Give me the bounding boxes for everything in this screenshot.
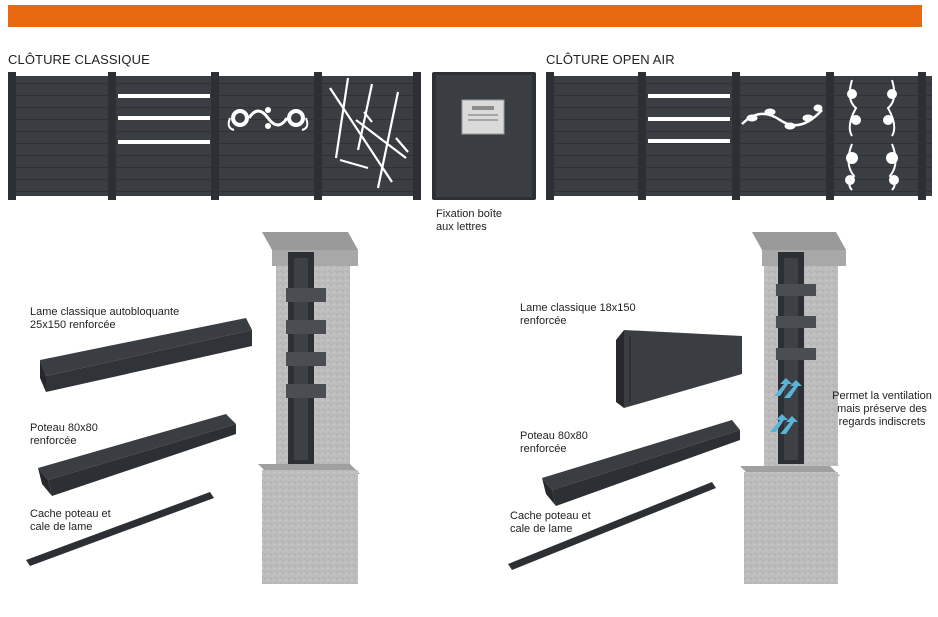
fence-post bbox=[211, 72, 219, 200]
letterbox-plate bbox=[461, 99, 505, 135]
fence-post bbox=[314, 72, 322, 200]
panel-horizontal-openings bbox=[118, 94, 210, 144]
part-cache-right bbox=[508, 482, 716, 570]
panel-diagonal-lines bbox=[329, 77, 409, 189]
pillar-right bbox=[740, 232, 846, 584]
part-cache-left bbox=[26, 492, 214, 566]
label-poteau-right: Poteau 80x80 renforcée bbox=[520, 430, 588, 455]
fence-post bbox=[8, 72, 16, 200]
mailbox-caption: Fixation boîte aux lettres bbox=[436, 208, 503, 233]
fence-post bbox=[413, 72, 421, 200]
panel-ornament bbox=[227, 107, 309, 131]
label-poteau-left: Poteau 80x80 renforcée bbox=[30, 422, 98, 447]
accent-header-bar bbox=[8, 5, 922, 27]
section-title-open-air: CLÔTURE OPEN AIR bbox=[546, 52, 675, 67]
part-poteau-right bbox=[542, 420, 740, 506]
label-cache-right: Cache poteau et cale de lame bbox=[510, 510, 591, 535]
fence-open-air bbox=[546, 72, 932, 200]
mailbox-panel bbox=[432, 72, 536, 200]
part-lame-right bbox=[616, 330, 742, 408]
fence-classique bbox=[8, 72, 421, 200]
section-title-classique: CLÔTURE CLASSIQUE bbox=[8, 52, 150, 67]
ventilation-arrows-icon bbox=[770, 378, 802, 434]
pillar-cap bbox=[272, 250, 358, 266]
pillar-left bbox=[258, 232, 360, 584]
fence-post bbox=[108, 72, 116, 200]
pillar-base bbox=[262, 470, 358, 584]
part-lame-left bbox=[40, 318, 252, 392]
label-ventilation: Permet la ventilation mais préserve des … bbox=[832, 390, 932, 428]
label-lame-left: Lame classique autobloquante 25x150 renf… bbox=[30, 306, 180, 331]
part-poteau-left bbox=[38, 414, 236, 496]
label-cache-left: Cache poteau et cale de lame bbox=[30, 508, 111, 533]
label-lame-right: Lame classique 18x150 renforcée bbox=[520, 302, 636, 327]
